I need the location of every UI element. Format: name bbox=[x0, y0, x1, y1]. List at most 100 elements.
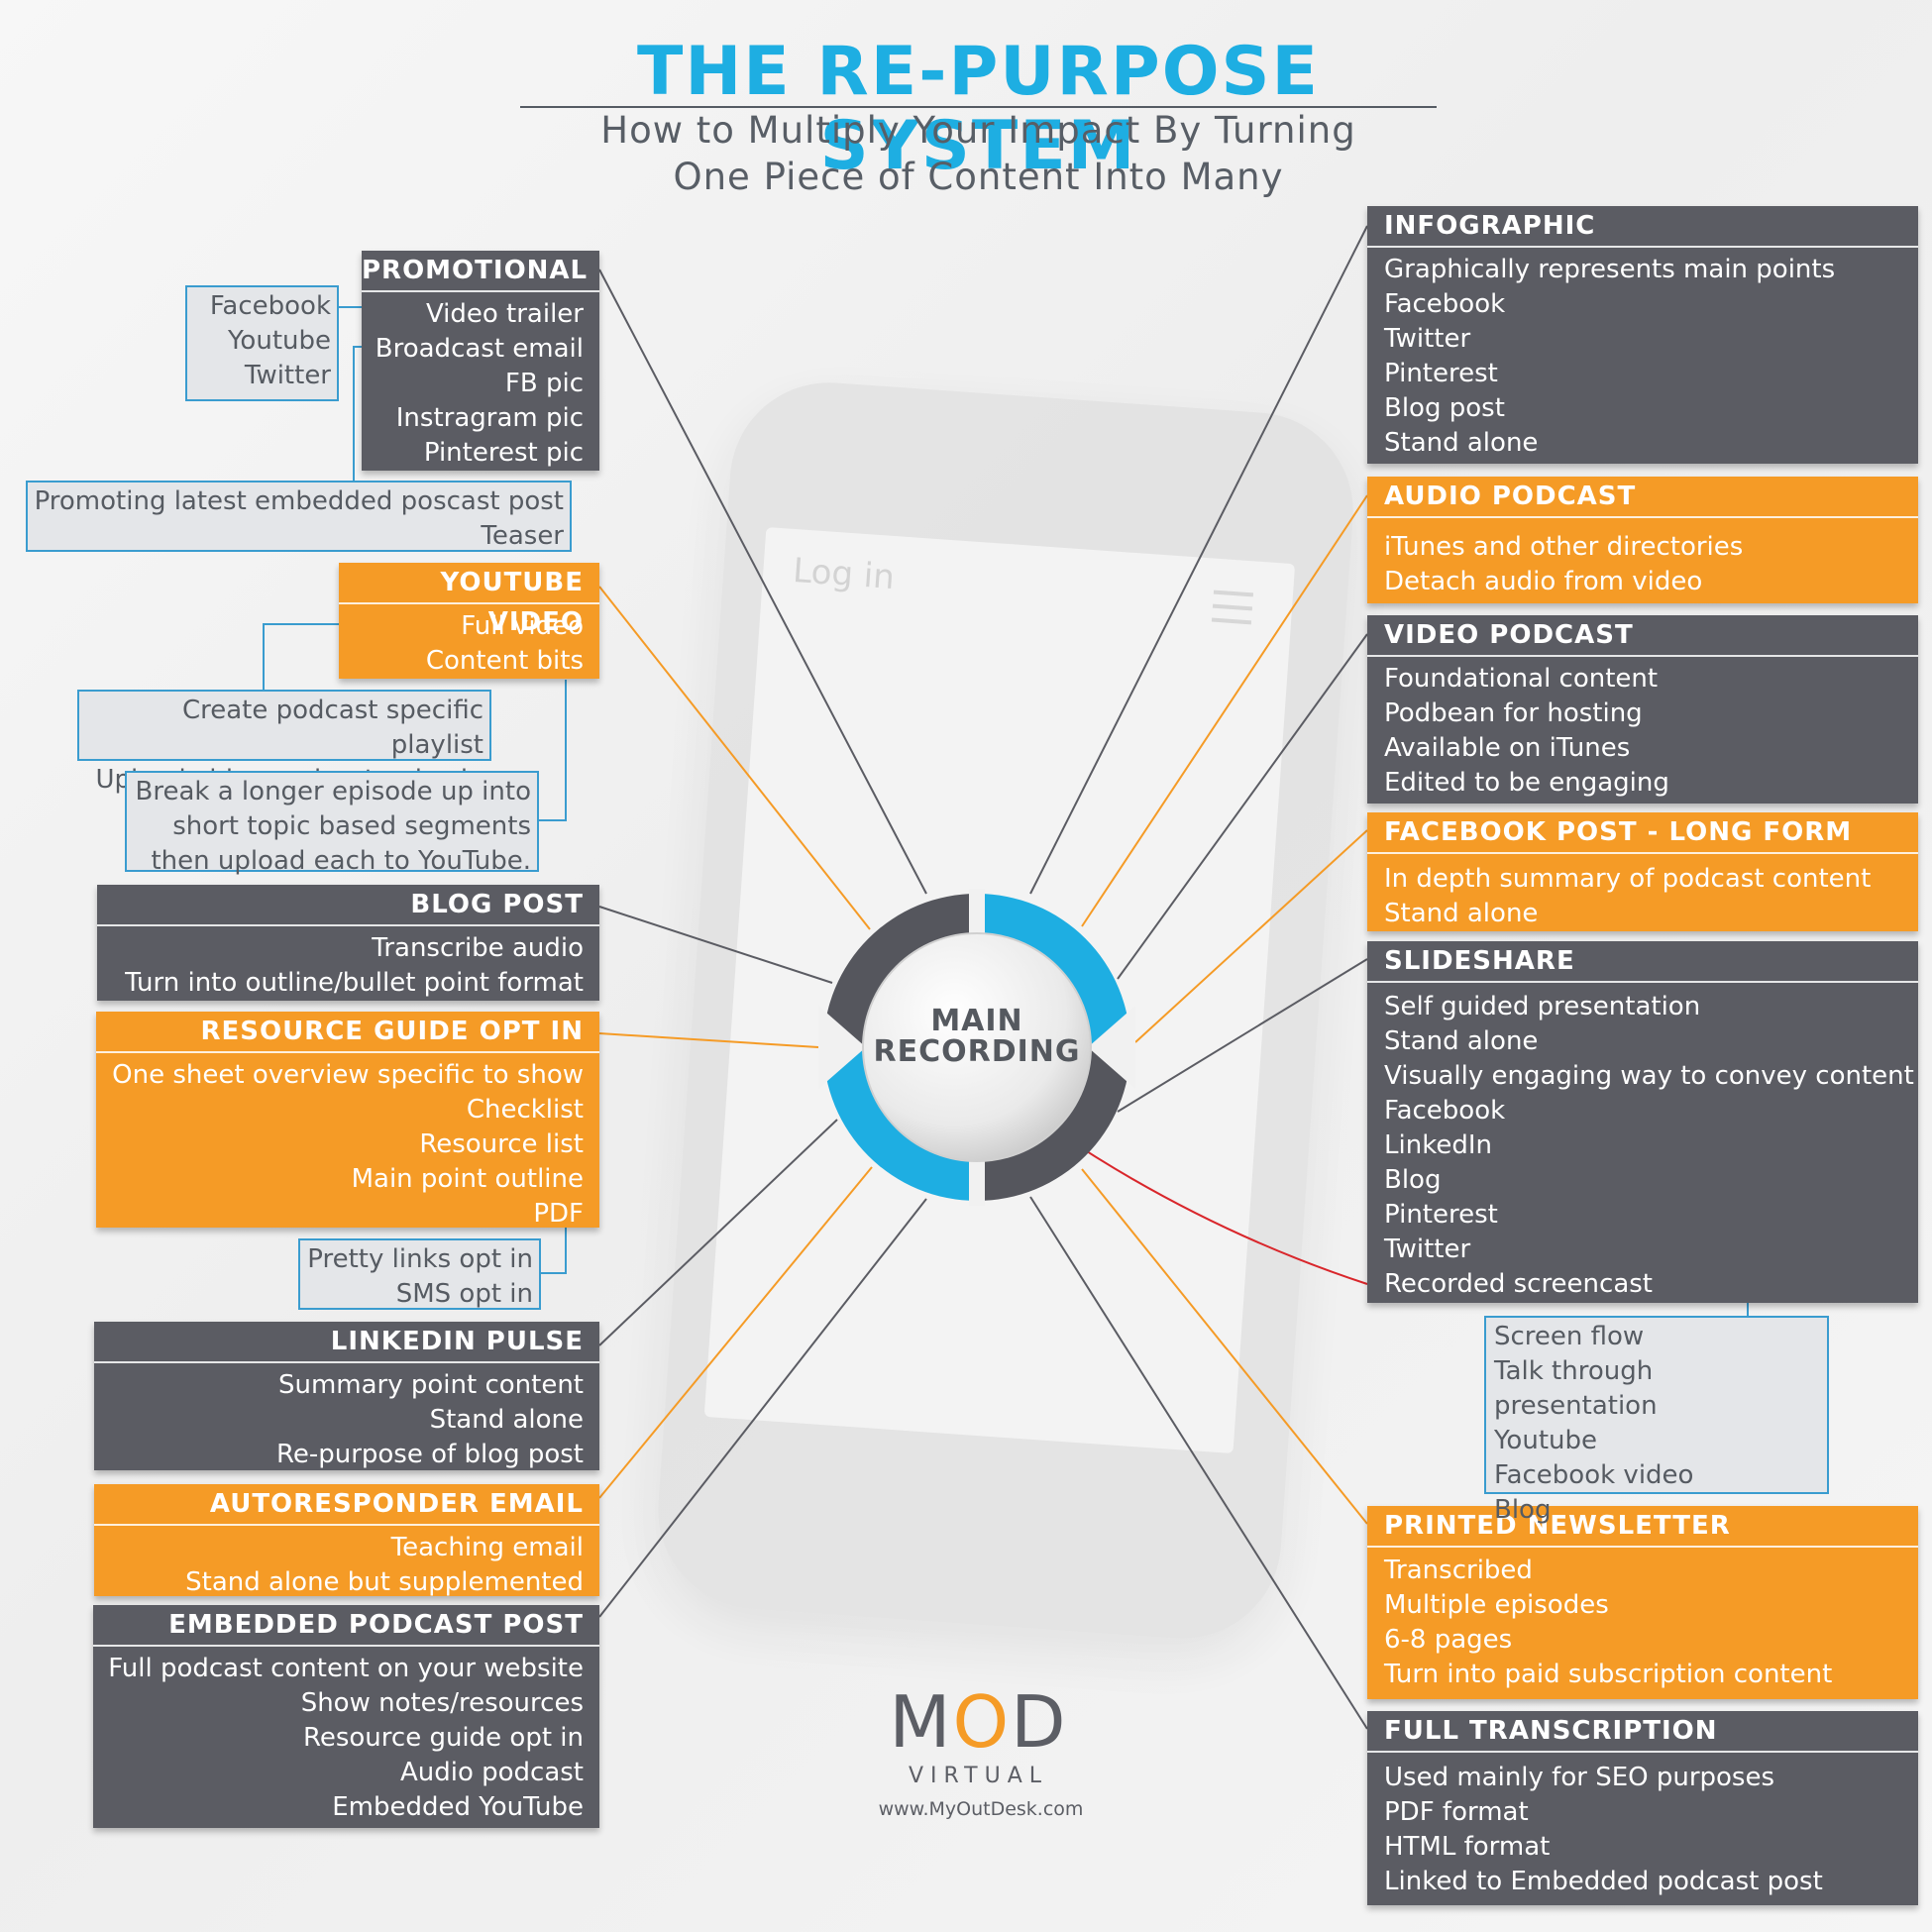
box-item: Stand alone bbox=[1384, 899, 1539, 928]
box-item: Facebook bbox=[1384, 1096, 1506, 1126]
center-line-1: MAIN bbox=[930, 1004, 1023, 1038]
line-audio-podcast bbox=[1081, 494, 1368, 927]
note-promo-teaser: Promoting latest embedded poscast post T… bbox=[26, 481, 572, 552]
box-item: Available on iTunes bbox=[1384, 733, 1631, 763]
box-autoresponder-email: AUTORESPONDER EMAIL Teaching email Stand… bbox=[94, 1484, 599, 1597]
note-item: Screen flow bbox=[1494, 1322, 1645, 1351]
box-item: Edited to be engaging bbox=[1384, 768, 1669, 798]
box-item: Recorded screencast bbox=[1384, 1269, 1653, 1299]
line-autoresponder bbox=[598, 1166, 873, 1499]
connector-youtube-segments bbox=[539, 680, 567, 821]
note-promo-platforms: Facebook Youtube Twitter bbox=[185, 285, 339, 401]
box-item: Pinterest bbox=[1384, 1200, 1498, 1230]
box-item: Stand alone but supplemented bbox=[185, 1567, 584, 1597]
center-line-2: RECORDING bbox=[873, 1034, 1081, 1069]
box-item: Foundational content bbox=[1384, 664, 1659, 694]
box-item: Full podcast content on your website bbox=[108, 1654, 584, 1683]
box-item: PDF bbox=[533, 1199, 584, 1229]
box-item: Self guided presentation bbox=[1384, 992, 1701, 1021]
box-item: Checklist bbox=[466, 1095, 584, 1125]
note-item: Blog bbox=[1494, 1495, 1552, 1525]
box-item: Teaching email bbox=[390, 1533, 584, 1562]
box-heading: FULL TRANSCRIPTION bbox=[1367, 1711, 1918, 1753]
box-item: Stand alone bbox=[1384, 1026, 1539, 1056]
box-item: Turn into outline/bullet point format bbox=[125, 968, 584, 998]
note-item: Create podcast specific playlist bbox=[181, 696, 483, 760]
box-item: FB pic bbox=[504, 369, 584, 398]
note-item: Youtube bbox=[228, 326, 331, 356]
box-item: In depth summary of podcast content bbox=[1384, 864, 1872, 894]
line-promotional bbox=[598, 268, 927, 895]
box-item: Graphically represents main points bbox=[1384, 255, 1836, 284]
box-item: Podbean for hosting bbox=[1384, 698, 1643, 728]
hub-ring-top-right bbox=[977, 894, 1130, 1047]
logo-letter: D bbox=[1011, 1680, 1068, 1764]
line-infographic bbox=[1029, 225, 1368, 895]
logo-letter: M bbox=[889, 1680, 953, 1764]
box-promotional: PROMOTIONAL Video trailer Broadcast emai… bbox=[362, 251, 599, 471]
box-item: One sheet overview specific to show bbox=[112, 1060, 584, 1090]
box-heading: BLOG POST bbox=[97, 885, 599, 926]
box-item: Video trailer bbox=[425, 299, 584, 329]
box-item: PDF format bbox=[1384, 1797, 1529, 1827]
box-heading: AUTORESPONDER EMAIL bbox=[94, 1484, 599, 1526]
box-item: Detach audio from video bbox=[1384, 567, 1703, 596]
connector-optin-links bbox=[541, 1227, 567, 1274]
page-title: THE RE-PURPOSE SYSTEM bbox=[637, 33, 1320, 185]
line-facebook-post bbox=[1134, 829, 1368, 1043]
box-item: Resource list bbox=[419, 1129, 584, 1159]
note-item: Break a longer episode up into bbox=[135, 777, 531, 806]
box-heading: FACEBOOK POST - LONG FORM bbox=[1367, 812, 1918, 854]
note-optin-links: Pretty links opt in SMS opt in bbox=[298, 1238, 541, 1310]
box-item: Facebook bbox=[1384, 289, 1506, 319]
note-item: Pretty links opt in bbox=[307, 1244, 533, 1274]
box-heading: SLIDESHARE bbox=[1367, 941, 1918, 983]
box-item: Multiple episodes bbox=[1384, 1590, 1609, 1620]
box-item: Show notes/resources bbox=[300, 1688, 584, 1718]
hub-ring-bottom-right bbox=[977, 1047, 1130, 1201]
box-item: Audio podcast bbox=[399, 1758, 584, 1787]
box-item: Pinterest pic bbox=[423, 438, 584, 468]
line-full-transcription bbox=[1029, 1196, 1368, 1730]
main-recording-label: MAIN RECORDING bbox=[858, 1006, 1096, 1067]
main-recording-hub bbox=[818, 889, 1135, 1206]
box-heading: INFOGRAPHIC bbox=[1367, 206, 1918, 248]
box-video-podcast: VIDEO PODCAST Foundational content Podbe… bbox=[1367, 615, 1918, 804]
note-item: then upload each to YouTube. bbox=[151, 846, 531, 876]
box-item: Used mainly for SEO purposes bbox=[1384, 1763, 1775, 1792]
box-heading: YOUTUBE VIDEO bbox=[339, 563, 599, 637]
box-linkedin-pulse: LINKEDIN PULSE Summary point content Sta… bbox=[94, 1322, 599, 1470]
note-item: SMS opt in bbox=[395, 1279, 533, 1309]
box-item: Re-purpose of blog post bbox=[275, 1440, 584, 1469]
box-embedded-podcast-post: EMBEDDED PODCAST POST Full podcast conte… bbox=[93, 1605, 599, 1828]
hub-ring-bottom-left bbox=[823, 1047, 977, 1201]
note-item: Talk through presentation bbox=[1494, 1356, 1658, 1421]
website-url: www.MyOutDesk.com bbox=[878, 1798, 1084, 1820]
box-audio-podcast: AUDIO PODCAST iTunes and other directori… bbox=[1367, 477, 1918, 603]
box-heading: EMBEDDED PODCAST POST bbox=[93, 1605, 599, 1647]
note-item: Facebook video bbox=[1494, 1460, 1694, 1490]
line-resource-guide bbox=[598, 1032, 819, 1048]
box-heading: AUDIO PODCAST bbox=[1367, 477, 1918, 518]
box-youtube-video: YOUTUBE VIDEO Full video Content bits bbox=[339, 563, 599, 679]
box-item: Pinterest bbox=[1384, 359, 1498, 388]
box-printed-newsletter: PRINTED NEWSLETTER Transcribed Multiple … bbox=[1367, 1506, 1918, 1699]
box-item: Embedded YouTube bbox=[332, 1792, 584, 1822]
box-item: Content bits bbox=[425, 646, 584, 676]
logo-mark: MOD bbox=[852, 1684, 1105, 1760]
box-item: Twitter bbox=[1384, 324, 1471, 354]
note-item: Youtube bbox=[1494, 1426, 1597, 1455]
box-heading: PROMOTIONAL bbox=[362, 251, 599, 292]
box-infographic: INFOGRAPHIC Graphically represents main … bbox=[1367, 206, 1918, 464]
box-item: 6-8 pages bbox=[1384, 1625, 1513, 1655]
title-underline bbox=[520, 106, 1437, 108]
line-video-podcast bbox=[1117, 633, 1368, 980]
box-blog-post: BLOG POST Transcribe audio Turn into out… bbox=[97, 885, 599, 1001]
box-item: iTunes and other directories bbox=[1384, 532, 1744, 562]
box-heading: VIDEO PODCAST bbox=[1367, 615, 1918, 657]
box-item: HTML format bbox=[1384, 1832, 1551, 1862]
box-item: Stand alone bbox=[1384, 428, 1539, 458]
box-item: Instragram pic bbox=[395, 403, 584, 433]
box-item: Summary point content bbox=[277, 1370, 584, 1400]
note-screencast: Screen flow Talk through presentation Yo… bbox=[1484, 1316, 1829, 1525]
